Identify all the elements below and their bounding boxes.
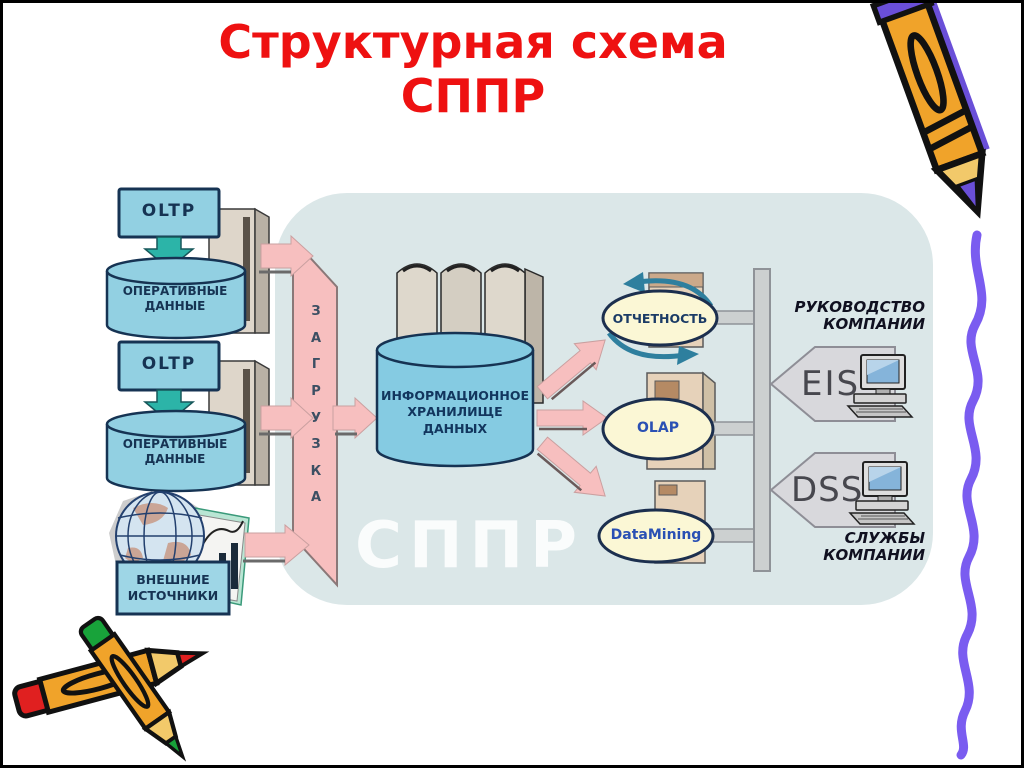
- oltp2-data-label: ОПЕРАТИВНЫЕ ДАННЫЕ: [122, 437, 228, 466]
- slide-title: Структурная схема СППР: [218, 15, 728, 124]
- watermark: СППР: [355, 509, 584, 583]
- reporting-cycle-arrows-icon: [606, 272, 714, 365]
- oltp2-label: OLTP: [141, 354, 197, 374]
- flow-arrow-warehouse-to-olap: [536, 400, 608, 436]
- flow-arrow-oltp1-to-etl: [259, 234, 314, 278]
- external-sources-box: [115, 560, 231, 616]
- reporting-ellipse: [601, 289, 719, 347]
- pencil-top-right-illustration: [869, 3, 990, 219]
- flow-arrow-oltp2-to-etl: [259, 396, 314, 440]
- warehouse-cylinder: [375, 331, 535, 468]
- crayon-green-illustration: [78, 615, 187, 762]
- datamining-label: DataMining: [610, 527, 702, 543]
- diagram-canvas: [12, 3, 990, 762]
- oltp1-data-label: ОПЕРАТИВНЫЕ ДАННЫЕ: [122, 284, 228, 313]
- management-audience-label: РУКОВОДСТВО КОМПАНИИ: [794, 298, 925, 334]
- bus-bar: [753, 268, 771, 572]
- external-sources-label: ВНЕШНИЕ ИСТОЧНИКИ: [127, 572, 219, 604]
- etl-load-band: [292, 236, 338, 588]
- oltp2-database-cylinder: [105, 409, 247, 493]
- oltp1-database-cylinder: [105, 256, 247, 340]
- flow-arrow-warehouse-to-reporting: [536, 339, 606, 401]
- flow-arrow-warehouse-to-datamining: [536, 436, 606, 497]
- olap-label: OLAP: [637, 420, 679, 436]
- oltp1-label: OLTP: [141, 201, 197, 221]
- wavy-line-decoration: [956, 230, 987, 760]
- olap-ellipse: [601, 397, 715, 461]
- dss-label: DSS: [791, 470, 864, 510]
- flow-arrow-external-to-etl: [243, 523, 310, 567]
- warehouse-label: ИНФОРМАЦИОННОЕ ХРАНИЛИЩЕ ДАННЫХ: [381, 388, 529, 436]
- reporting-label: ОТЧЕТНОСТЬ: [612, 311, 708, 326]
- flow-arrow-etl-to-warehouse: [332, 396, 378, 440]
- datamining-ellipse: [597, 508, 715, 564]
- etl-load-label: З А Г Р У З К А: [310, 304, 322, 506]
- eis-label: EIS: [801, 364, 861, 404]
- services-audience-label: СЛУЖБЫ КОМПАНИИ: [823, 529, 925, 565]
